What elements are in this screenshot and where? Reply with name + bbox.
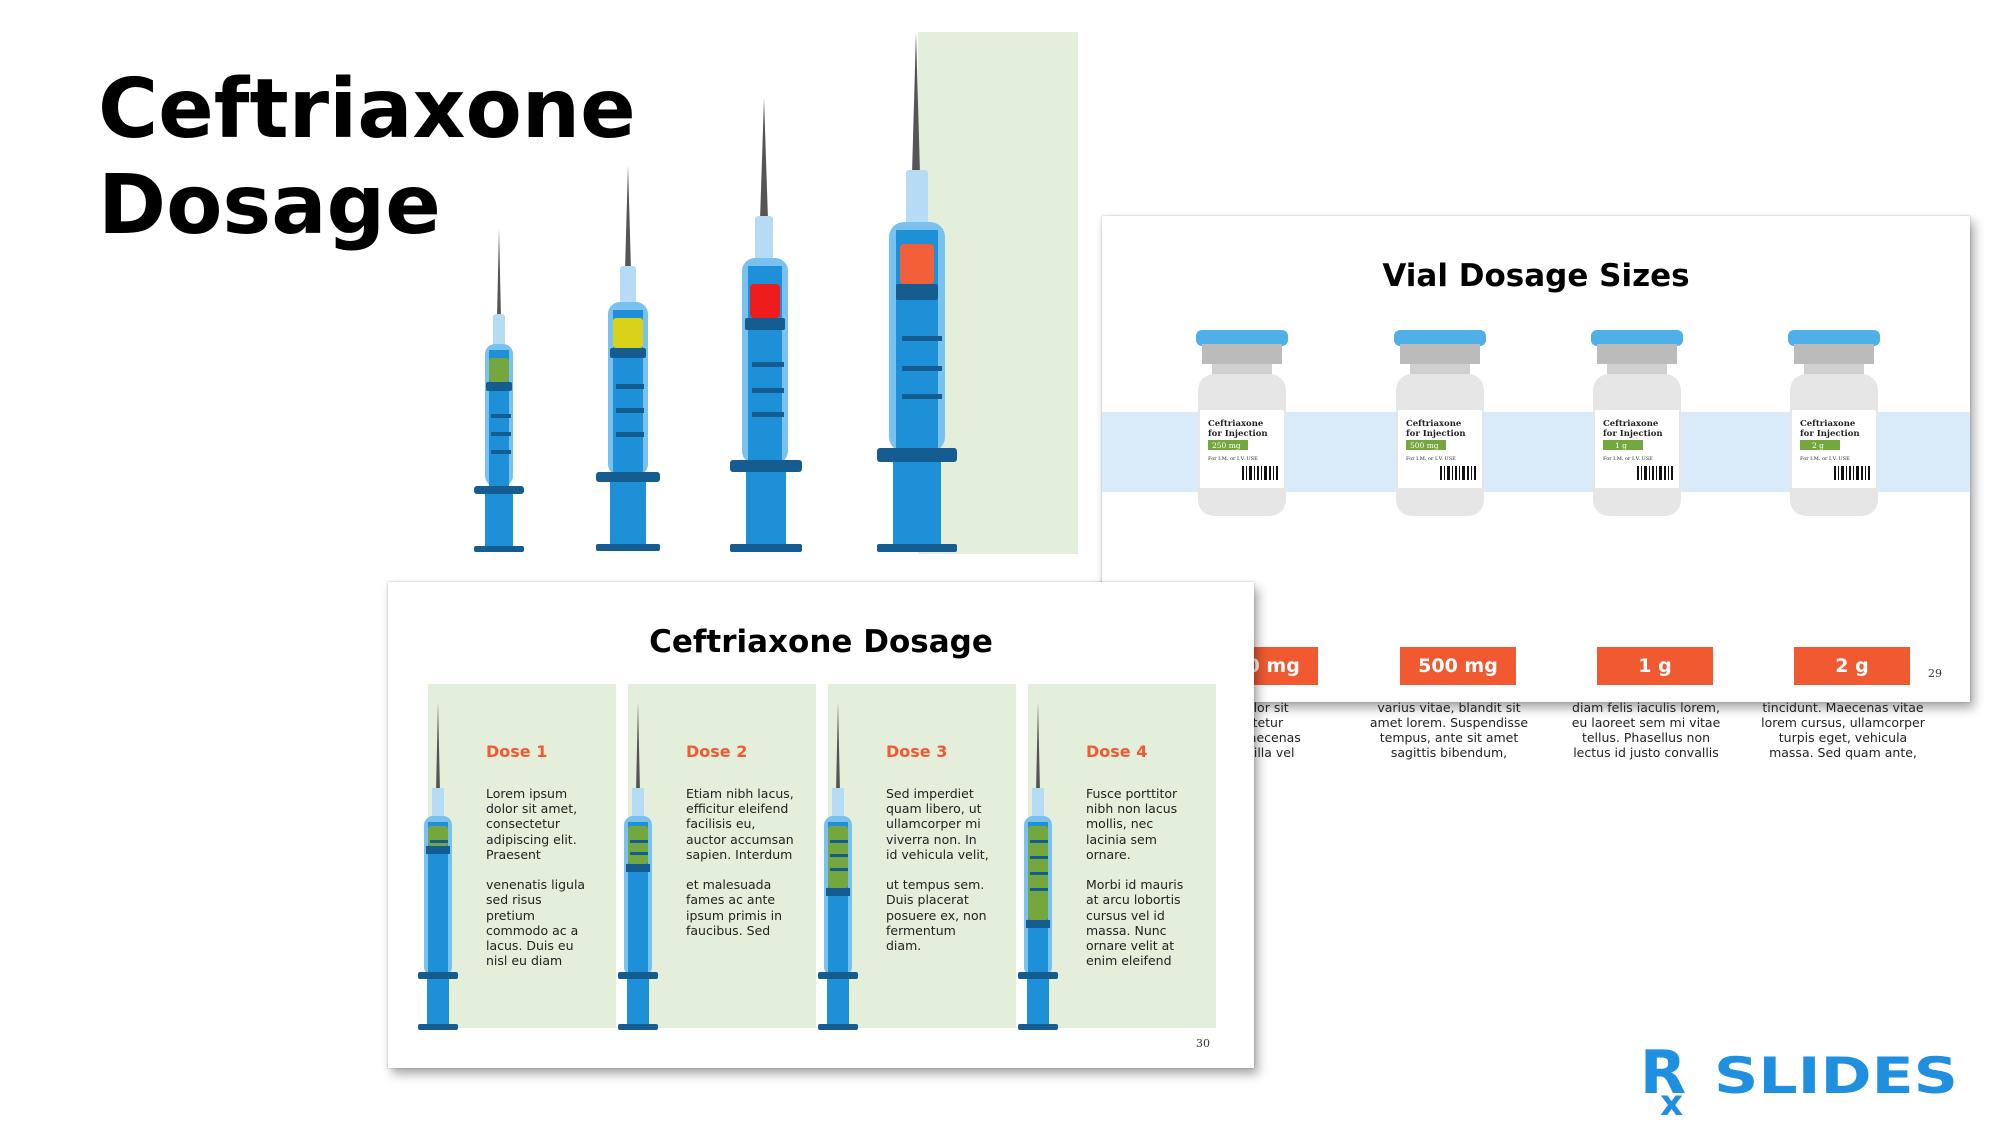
vial-icon: Ceftriaxone for Injection 2 g For I.M. o…: [1788, 330, 1880, 516]
dose-heading: Dose 4: [1086, 742, 1148, 761]
dose-text: Sed imperdiet quam libero, ut ullamcorpe…: [886, 786, 989, 954]
logo-word: SLIDES: [1714, 1047, 1958, 1105]
vial-description: dolor sit ectetur Maecenas ngilla vel: [1238, 700, 1301, 760]
syringe-large-icon: [730, 98, 802, 552]
barcode-icon: [1637, 466, 1673, 480]
dose-size-badge: 500 mg: [1400, 647, 1516, 685]
barcode-icon: [1242, 466, 1278, 480]
vial-label-name: Ceftriaxone: [1208, 419, 1264, 429]
vial-description: varius vitae, blandit sit amet lorem. Su…: [1369, 700, 1529, 760]
syringe-icon: [618, 702, 658, 1030]
hero-syringes: [474, 32, 957, 552]
dosage-slide: Ceftriaxone Dosage Dose 1 Lorem ipsum do…: [388, 582, 1254, 1068]
vial-label-form: for Injection: [1406, 429, 1466, 439]
dose-panel: Dose 4 Fusce porttitor nibh non lacus mo…: [1018, 684, 1216, 1030]
dose-text: Lorem ipsum dolor sit amet, consectetur …: [486, 786, 586, 969]
vial-label-form: for Injection: [1603, 429, 1663, 439]
vial-icon: Ceftriaxone for Injection 1 g For I.M. o…: [1591, 330, 1683, 516]
dose-size-badge: 1 g: [1597, 647, 1713, 685]
vial-label-form: for Injection: [1800, 429, 1860, 439]
vial-label-dose: 500 mg: [1410, 441, 1439, 450]
vial-slide-page-number: 29: [1928, 667, 1942, 680]
vial-description: diam felis iaculis lorem, eu laoreet sem…: [1571, 700, 1721, 760]
syringe-medium-icon: [596, 165, 660, 551]
vial-slide-title: Vial Dosage Sizes: [1382, 258, 1690, 294]
page-title: Ceftriaxone Dosage: [98, 62, 636, 254]
vial-label-dose: 250 mg: [1212, 441, 1241, 450]
dose-panel: Dose 2 Etiam nibh lacus, efficitur eleif…: [618, 684, 816, 1030]
dose-panel: Dose 3 Sed imperdiet quam libero, ut ull…: [818, 684, 1016, 1030]
dose-panel: Dose 1 Lorem ipsum dolor sit amet, conse…: [418, 684, 616, 1030]
vial-label-dose: 1 g: [1615, 441, 1627, 450]
vial-label-form: for Injection: [1208, 429, 1268, 439]
barcode-icon: [1834, 466, 1870, 480]
vial-label-name: Ceftriaxone: [1800, 419, 1856, 429]
vial-label-dose: 2 g: [1812, 441, 1824, 450]
dose-heading: Dose 1: [486, 742, 548, 761]
vial-description: tincidunt. Maecenas vitae lorem cursus, …: [1761, 700, 1925, 760]
rx-slides-logo: R x SLIDES: [1640, 1038, 1958, 1117]
logo-rx-letter: R: [1640, 1038, 1686, 1108]
vial-label-name: Ceftriaxone: [1406, 419, 1462, 429]
vial-label-name: Ceftriaxone: [1603, 419, 1659, 429]
dose-text: Etiam nibh lacus, efficitur eleifend fac…: [686, 786, 794, 938]
dosage-slide-page-number: 30: [1196, 1037, 1210, 1050]
syringe-xlarge-icon: [877, 32, 957, 552]
vial-icon: Ceftriaxone for Injection 500 mg For I.M…: [1394, 330, 1486, 516]
vial-label-use: For I.M. or I.V. USE: [1406, 456, 1456, 462]
dose-size-badge: 2 g: [1794, 647, 1910, 685]
page-title-line-2: Dosage: [98, 158, 441, 253]
syringe-icon: [818, 702, 858, 1030]
syringe-icon: [1018, 702, 1058, 1030]
vial-label-use: For I.M. or I.V. USE: [1603, 456, 1653, 462]
vial-label-use: For I.M. or I.V. USE: [1800, 456, 1850, 462]
syringe-icon: [418, 702, 458, 1030]
barcode-icon: [1440, 466, 1476, 480]
vial-label-use: For I.M. or I.V. USE: [1208, 456, 1258, 462]
dosage-slide-title: Ceftriaxone Dosage: [649, 624, 993, 660]
syringe-small-icon: [474, 228, 524, 552]
dose-text: Fusce porttitor nibh non lacus mollis, n…: [1086, 786, 1184, 969]
dose-heading: Dose 3: [886, 742, 948, 761]
dose-heading: Dose 2: [686, 742, 748, 761]
logo-rx-sub: x: [1660, 1083, 1683, 1117]
page-title-line-1: Ceftriaxone: [98, 62, 636, 157]
vial-icon: Ceftriaxone for Injection 250 mg For I.M…: [1196, 330, 1288, 516]
